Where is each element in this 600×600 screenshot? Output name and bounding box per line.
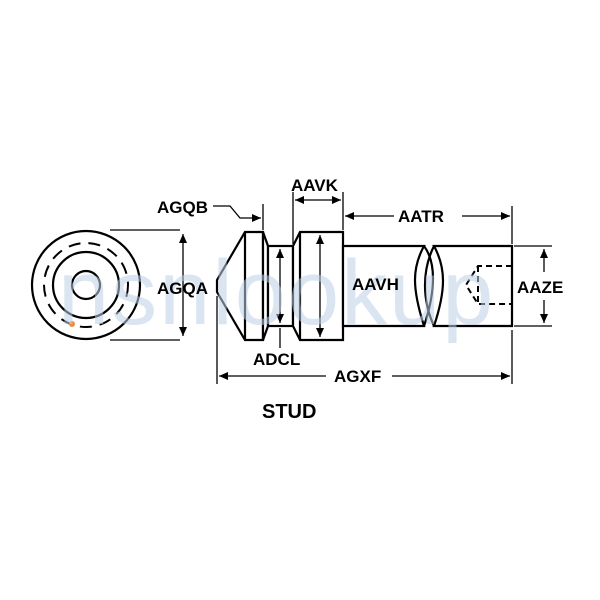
label-aaze: AAZE (517, 278, 563, 297)
watermark: nsnlookup (58, 242, 495, 344)
end-view-bore-circle (70, 269, 102, 301)
agqb-leader (213, 205, 261, 222)
diagram-title: STUD (262, 401, 316, 423)
end-view-outer-circle (30, 229, 142, 341)
internal-bore-hidden-lines (464, 265, 512, 305)
label-agqb: AGQB (157, 198, 208, 217)
label-aavk: AAVK (291, 176, 339, 195)
label-agqa: AGQA (157, 279, 208, 298)
stud-shank-right (432, 244, 514, 328)
end-view-dashed-circle (43, 242, 129, 328)
label-agxf: AGXF (334, 367, 381, 386)
label-aavh: AAVH (352, 275, 399, 294)
stud-head (215, 230, 270, 342)
accent-dot (69, 321, 75, 327)
label-aatr: AATR (398, 207, 444, 226)
end-view-middle-circle (51, 250, 121, 320)
end-view (30, 229, 180, 341)
stud-shank (341, 244, 514, 328)
label-adcl: ADCL (253, 350, 300, 369)
